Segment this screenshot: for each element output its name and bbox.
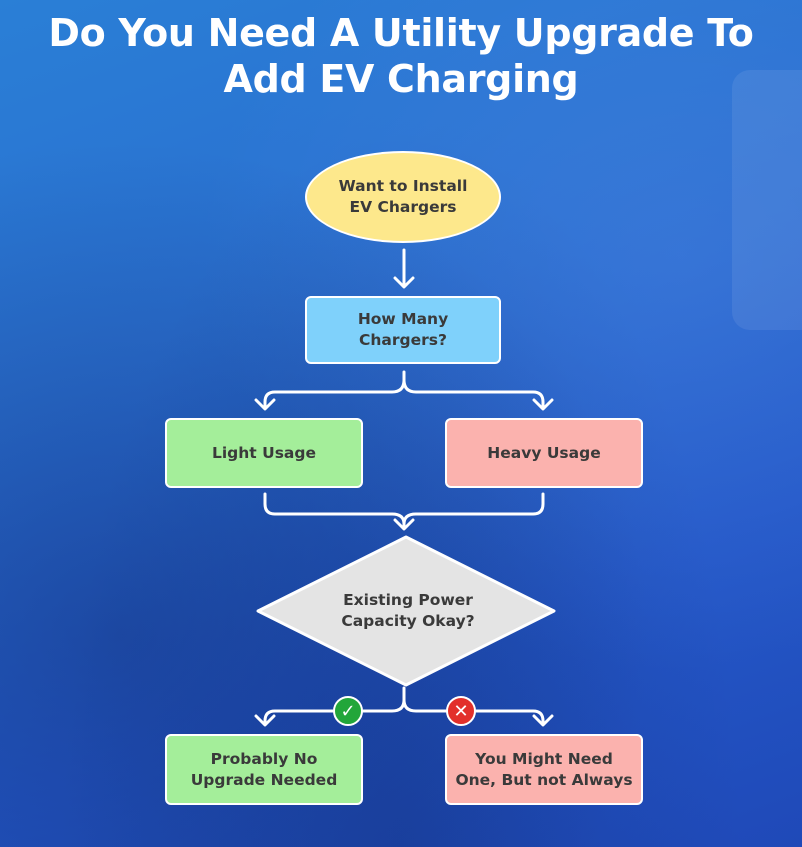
background-charger-panel [732,70,802,330]
how-many-chargers-box: How Many Chargers? [305,296,501,364]
decision-label: Existing Power Capacity Okay? [280,575,536,647]
result-might-need-box: You Might Need One, But not Always [445,734,643,805]
x-icon: ✕ [446,696,476,726]
light-usage-box: Light Usage [165,418,363,488]
decision-split-connector [254,686,554,727]
start-line-1: Want to Install [338,177,468,195]
light-usage-label: Light Usage [211,443,316,462]
heavy-usage-label: Heavy Usage [487,443,601,462]
how-many-line-1: How Many [357,310,449,328]
result-no-upgrade-line-2: Upgrade Needed [190,770,338,789]
page-title: Do You Need A Utility Upgrade To Add EV … [0,10,802,102]
title-line-1: Do You Need A Utility Upgrade To [48,11,754,55]
result-might-need-line-1: You Might Need [475,749,613,768]
arrow-start-to-how-many [393,248,415,289]
result-might-need-line-2: One, But not Always [455,770,633,789]
title-line-2: Add EV Charging [223,57,579,101]
result-no-upgrade-box: Probably No Upgrade Needed [165,734,363,805]
split-connector [254,370,554,411]
how-many-line-2: Chargers? [359,331,447,349]
merge-connector [263,492,545,531]
decision-line-1: Existing Power [343,591,473,609]
decision-diamond [256,535,556,687]
start-line-2: EV Chargers [349,198,457,216]
decision-line-2: Capacity Okay? [341,612,475,630]
result-no-upgrade-line-1: Probably No [210,749,318,768]
start-oval: Want to Install EV Chargers [305,151,501,243]
heavy-usage-box: Heavy Usage [445,418,643,488]
check-icon: ✓ [333,696,363,726]
